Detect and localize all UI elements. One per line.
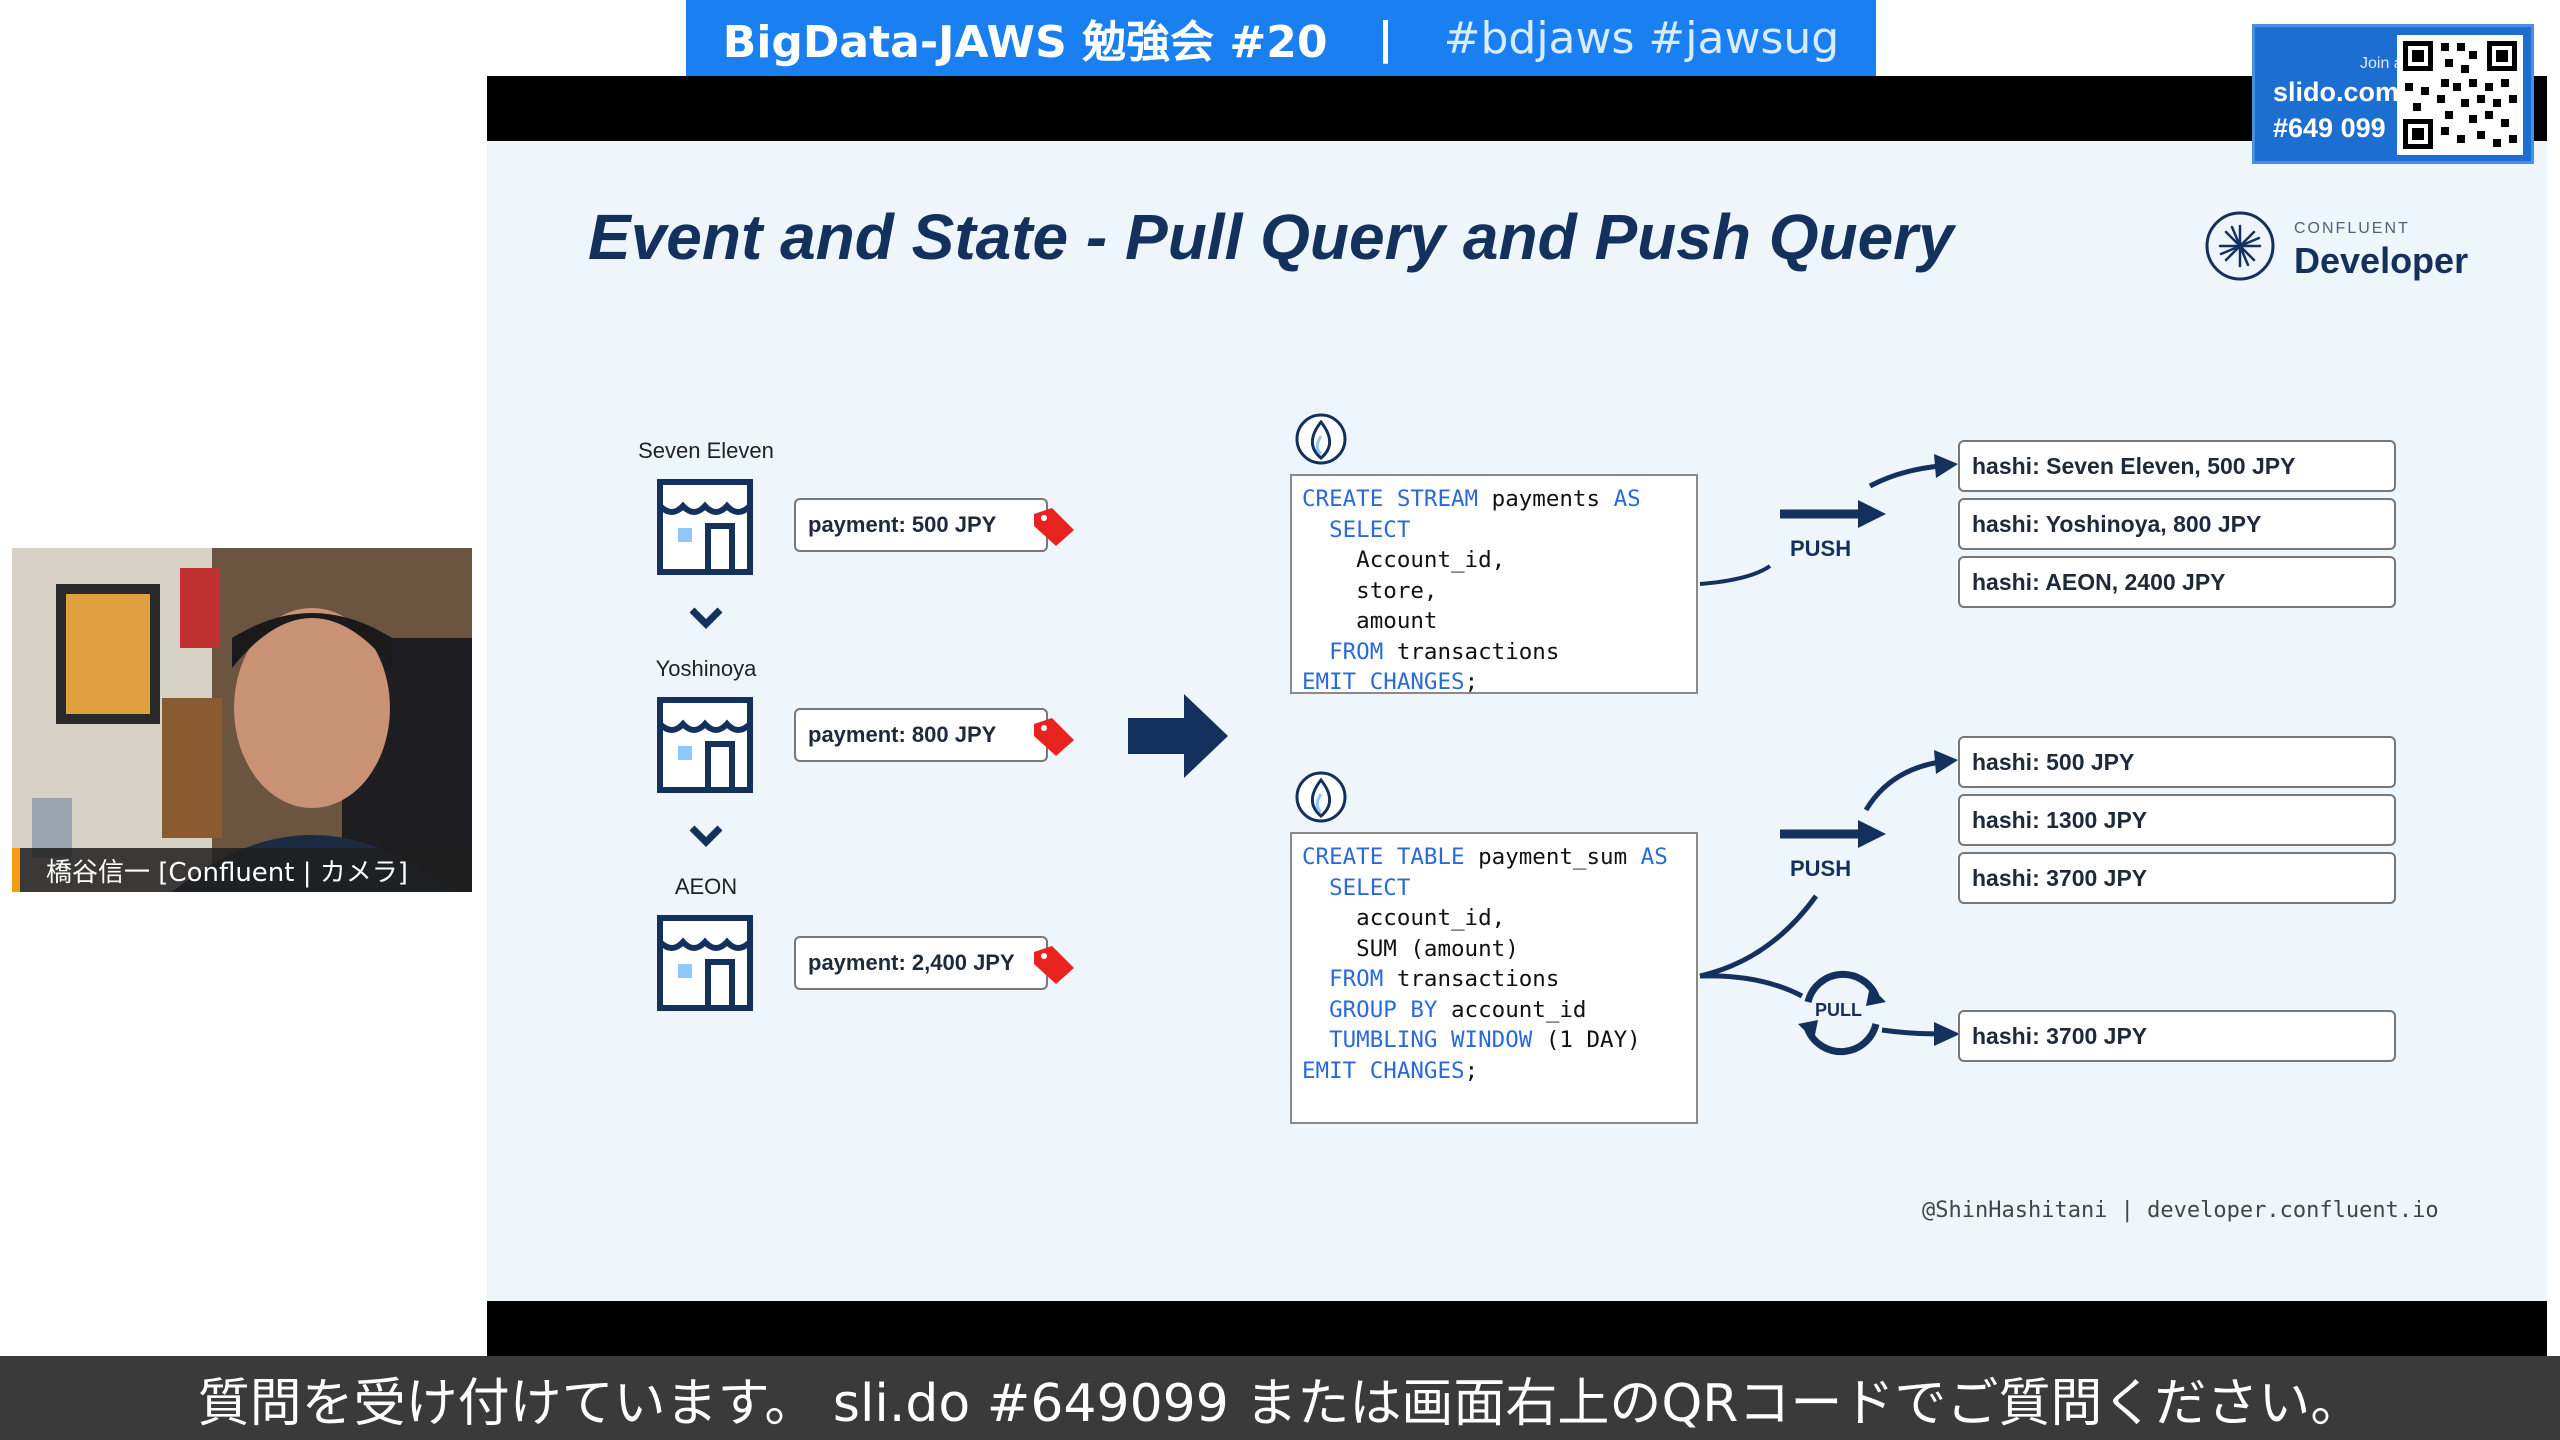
stream-output-3: hashi: AEON, 2400 JPY [1958, 556, 2396, 608]
chevron-down-icon [689, 607, 723, 629]
code-line: TUMBLING WINDOW (1 DAY) [1302, 1027, 1641, 1053]
caption-bar: 質問を受け付けています。 sli.do #649099 または画面右上のQRコー… [0, 1356, 2560, 1440]
banner-separator: | [1377, 12, 1394, 64]
qr-code-icon[interactable] [2397, 35, 2523, 155]
logo-brand-small: CONFLUENT [2294, 220, 2410, 237]
code-line: FROM transactions [1302, 966, 1560, 992]
store-icon [657, 915, 753, 1011]
payment-event-3: payment: 2,400 JPY [794, 936, 1048, 990]
push-label: PUSH [1790, 856, 1852, 881]
payment-event-1: payment: 500 JPY [794, 498, 1048, 552]
payment-event-2: payment: 800 JPY [794, 708, 1048, 762]
banner-title: BigData-JAWS 勉強会 #20 [722, 17, 1328, 68]
slide-title: Event and State - Pull Query and Push Qu… [588, 201, 1954, 273]
banner-hashtags: #bdjaws #jawsug [1443, 12, 1840, 64]
ksqldb-icon [1295, 413, 1347, 465]
stream-output-2: hashi: Yoshinoya, 800 JPY [1958, 498, 2396, 550]
code-line: amount [1302, 608, 1438, 634]
slide-footer-credit: @ShinHashitani | developer.confluent.io [1922, 1198, 2439, 1223]
webcam-name-label: 橋谷信一 [Confluent | カメラ] [12, 848, 472, 892]
speaker-video-frame [12, 548, 472, 892]
video-letterbox-bottom [487, 1301, 2547, 1356]
code-line: account_id, [1302, 905, 1506, 931]
price-tag-icon [1034, 508, 1074, 546]
stream-output-1: hashi: Seven Eleven, 500 JPY [1958, 440, 2396, 492]
code-line: SUM (amount) [1302, 935, 1519, 962]
flow-arrow-icon [1128, 694, 1228, 778]
slido-code: #649 099 [2273, 113, 2386, 143]
code-line: CREATE STREAM payments AS [1302, 486, 1641, 512]
create-table-query: CREATE TABLE payment_sum AS SELECT accou… [1290, 832, 1698, 1124]
speaker-webcam [12, 548, 472, 892]
confluent-logo-icon [2205, 211, 2275, 281]
table-push-output-3: hashi: 3700 JPY [1958, 852, 2396, 904]
create-stream-query: CREATE STREAM payments AS SELECT Account… [1290, 474, 1698, 695]
price-tag-icon [1034, 718, 1074, 756]
push-label: PUSH [1790, 536, 1852, 561]
chevron-down-icon [689, 825, 723, 847]
slido-site: slido.com [2273, 77, 2400, 107]
code-line: SELECT [1302, 874, 1411, 901]
store-icon [657, 697, 753, 793]
code-line: GROUP BY account_id [1302, 996, 1587, 1023]
ksqldb-icon [1295, 771, 1347, 823]
code-line: EMIT CHANGES; [1302, 669, 1479, 695]
store-label-aeon: AEON [674, 874, 738, 899]
table-pull-output: hashi: 3700 JPY [1958, 1010, 2396, 1062]
event-banner: BigData-JAWS 勉強会 #20 | #bdjaws #jawsug [686, 0, 1876, 76]
table-push-output-2: hashi: 1300 JPY [1958, 794, 2396, 846]
video-letterbox-top [487, 76, 2547, 141]
code-line: CREATE TABLE payment_sum AS [1302, 844, 1668, 870]
logo-brand-big: Developer [2294, 240, 2469, 281]
slido-join-label: Join at [2360, 55, 2408, 72]
store-label-seven-eleven: Seven Eleven [638, 438, 774, 463]
store-label-yoshinoya: Yoshinoya [655, 656, 757, 681]
table-push-output-1: hashi: 500 JPY [1958, 736, 2396, 788]
code-line: store, [1302, 577, 1438, 604]
code-line: FROM transactions [1302, 638, 1560, 665]
flow-connectors [1699, 454, 1960, 1056]
slido-panel[interactable]: Join at slido.com #649 099 [2252, 24, 2534, 164]
price-tag-icon [1034, 946, 1074, 984]
pull-label: PULL [1815, 1000, 1862, 1020]
code-line: SELECT [1302, 516, 1411, 543]
code-line: Account_id, [1302, 547, 1506, 573]
code-line: EMIT CHANGES; [1302, 1057, 1479, 1084]
store-icon [657, 479, 753, 575]
